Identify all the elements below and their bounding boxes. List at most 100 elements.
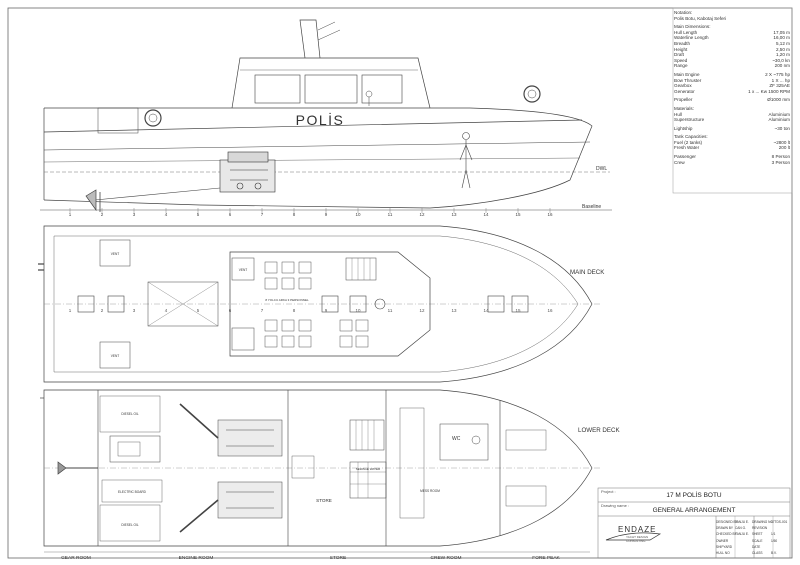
title-block-cell: TANJU E. [735,532,749,537]
spec-key: Main Engine [674,71,700,77]
title-block-cell: 1/1 [771,532,776,537]
frame-number: 8 [293,308,296,313]
title-block-frame [597,487,791,559]
title-block-cell: B.V. [771,551,777,555]
title-block-cell: CLASS [752,551,763,555]
title-block-cell: SHEET [752,532,763,537]
company-subtitle: YACHT DESIGN CONSULTING [626,535,649,543]
spec-key: Waterline Length [674,35,709,41]
spec-key: Passenger [674,154,696,160]
compartment-labels: GEAR ROOM ENGINE ROOM STORE CREW ROOM FO… [44,551,590,561]
frame-number: 2 [101,308,104,313]
life-ring-icon [144,109,162,127]
title-block-cell: HULL NO [716,551,730,555]
person-figure-icon [459,132,473,189]
title-block-cell: DRAWING NO [752,520,773,524]
frame-number: 7 [261,308,264,313]
spec-key: Fuel (2 tanks) [674,139,703,145]
radar-mast [299,19,321,59]
notation-title: Notation: [674,10,693,15]
baseline-label: Baseline [582,204,601,210]
wc-label: WC [452,436,461,442]
title-block-cell: 17TDS-001 [771,520,788,524]
spec-row: Lightship~30 ton [674,125,790,131]
spec-row: Speed~30,0 kn [674,58,790,64]
title-block-cell: CHECKED BY [716,532,737,537]
frame-number: 15 [515,212,521,217]
electric-board-label: ELECTRIC BOARD [118,490,147,494]
lower-deck-plan [40,389,600,547]
bollard-icon [77,295,95,313]
mess-room-label: MESS ROOM [420,489,440,493]
title-block-cell: SHIPYARD [716,544,733,549]
spec-value: Aluminium [768,111,790,117]
frame-number: 16 [547,212,553,217]
bollard-icon [487,295,505,313]
compartment-label: GEAR ROOM [61,555,91,561]
frame-number: 6 [229,212,232,217]
spec-key: Superstructure [674,117,705,123]
main-dimensions-title: Main Dimensions: [674,24,711,30]
frame-number: 4 [165,212,168,217]
title-block-cell: OWNER [716,538,729,543]
company-name: ENDAZE [618,525,657,534]
drawing-name: GENERAL ARRANGEMENT [652,507,736,514]
vent-label: VENT [111,354,120,358]
engine-icon [219,151,276,193]
main-deck-plan [38,225,600,383]
frame-number: 14 [483,212,489,217]
title-block-cell: SCALE [752,538,763,543]
frame-number: 15 [515,308,521,313]
bollard-icon [349,295,367,313]
frame-number: 14 [483,308,489,313]
spec-key: Range [674,63,688,69]
spec-value: 1 x ... Kw 1500 RPM [748,88,790,94]
frame-number: 13 [451,308,457,313]
bollard-icon [511,295,529,313]
spec-key: Bow Thruster [674,77,702,83]
diesel-tank [99,395,161,433]
frame-number: 10 [355,212,361,217]
dwl-label: DWL [596,166,607,172]
drawing-row: Drawing name : GENERAL ARRANGEMENT [598,502,790,516]
spec-row: Fuel (2 tanks)~2800 lt [674,140,790,146]
frame-number: 12 [419,308,425,313]
spec-key: Fresh Water [674,145,700,151]
project-row: Project : 17 M POLİS BOTU [598,488,790,502]
spec-key: Hull [674,111,682,117]
materials-title: Materials: [674,105,694,111]
diesel-tank [99,504,161,542]
spec-panel-border [672,7,793,194]
spec-value: Aluminium [768,117,790,123]
frame-number: 7 [261,212,264,217]
spec-value: 17,05 m [773,29,790,35]
compartment-label: ENGINE ROOM [179,555,214,561]
compartment-label: FORE PEAK [532,555,560,561]
frame-number: 16 [547,308,553,313]
frame-number: 3 [133,308,136,313]
title-block-cell: 1/50 [771,538,778,543]
lower-deck-label: LOWER DECK [578,427,620,434]
spec-key: Draft [674,52,684,58]
frame-number: 10 [355,308,361,313]
spec-value: 1 X ... hp [771,77,790,83]
title-block: Project : 17 M POLİS BOTU Drawing name :… [598,488,790,558]
drawing-label: Drawing name : [601,503,630,508]
spec-key: Generator [674,88,695,94]
spec-value: 3 Person [771,159,790,165]
bollard-icon [107,295,125,313]
title-block-cell: CAN G. [735,526,746,531]
